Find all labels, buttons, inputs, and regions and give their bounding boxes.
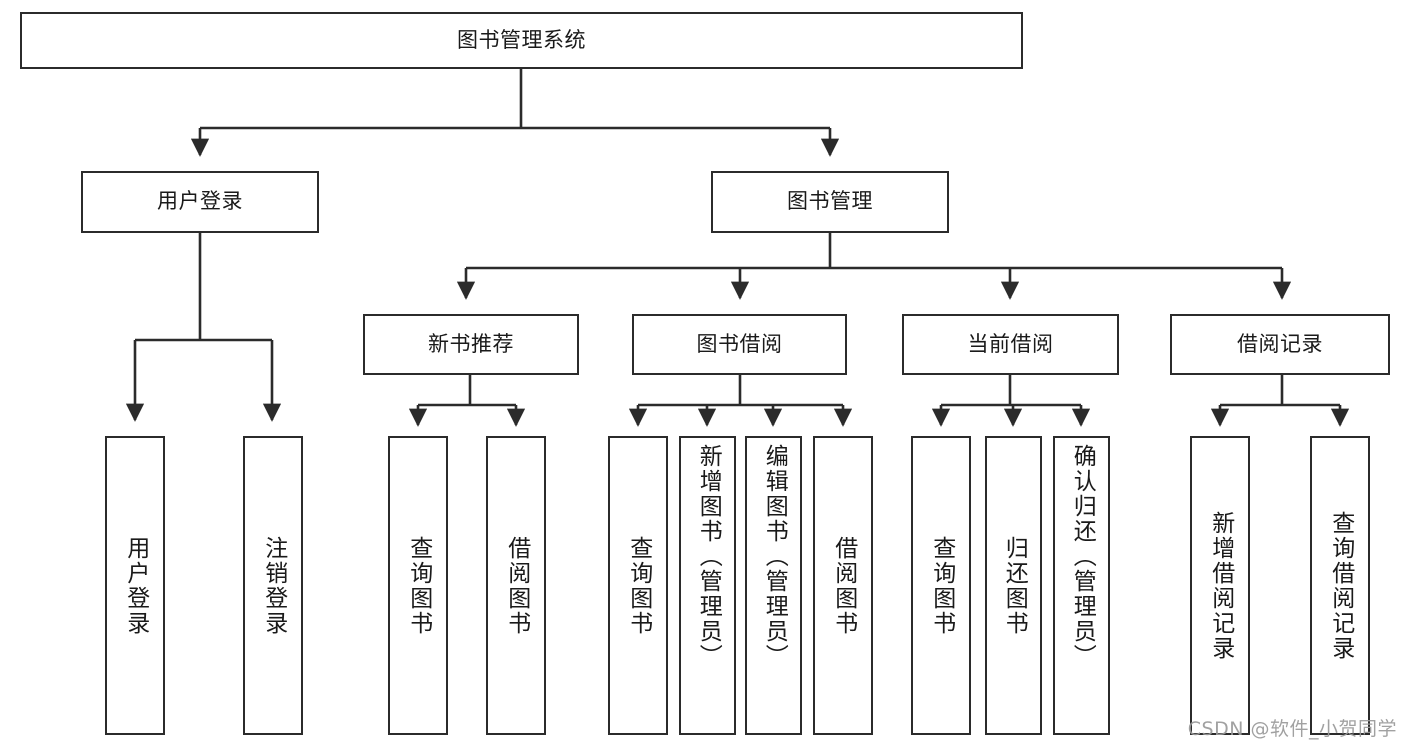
leaf-confirm-return-admin[interactable]: 确认归还（管理员） <box>1053 436 1110 735</box>
node-new-book-recommendation[interactable]: 新书推荐 <box>363 314 579 375</box>
node-user-login[interactable]: 用户登录 <box>81 171 319 233</box>
node-root-book-management-system[interactable]: 图书管理系统 <box>20 12 1023 69</box>
node-label: 确认归还（管理员） <box>1069 444 1096 669</box>
leaf-query-book-nbr[interactable]: 查询图书 <box>388 436 448 735</box>
node-label: 图书管理系统 <box>457 27 586 52</box>
leaf-borrow-book-nbr[interactable]: 借阅图书 <box>486 436 546 735</box>
node-label: 新书推荐 <box>428 331 514 356</box>
node-label: 查询图书 <box>625 535 652 636</box>
node-label: 借阅图书 <box>503 535 530 636</box>
node-label: 图书借阅 <box>696 331 783 356</box>
leaf-query-borrow-record[interactable]: 查询借阅记录 <box>1310 436 1370 735</box>
leaf-logout[interactable]: 注销登录 <box>243 436 303 735</box>
node-label: 注销登录 <box>260 535 287 636</box>
node-label: 用户登录 <box>122 535 149 636</box>
leaf-return-book[interactable]: 归还图书 <box>985 436 1042 735</box>
node-book-borrowing[interactable]: 图书借阅 <box>632 314 847 375</box>
node-label: 用户登录 <box>157 189 243 214</box>
leaf-add-book-admin[interactable]: 新增图书（管理员） <box>679 436 736 735</box>
node-current-borrowing[interactable]: 当前借阅 <box>902 314 1119 375</box>
leaf-query-book-cb[interactable]: 查询图书 <box>911 436 971 735</box>
node-label: 查询图书 <box>405 535 432 636</box>
leaf-query-book-bb[interactable]: 查询图书 <box>608 436 668 735</box>
node-label: 借阅记录 <box>1237 331 1323 356</box>
leaf-user-login[interactable]: 用户登录 <box>105 436 165 735</box>
node-label: 新增借阅记录 <box>1207 510 1234 661</box>
leaf-borrow-book-bb[interactable]: 借阅图书 <box>813 436 873 735</box>
node-label: 新增图书（管理员） <box>695 444 722 669</box>
node-label: 借阅图书 <box>830 535 857 636</box>
node-label: 查询图书 <box>928 535 955 636</box>
node-label: 图书管理 <box>787 189 873 214</box>
node-label: 当前借阅 <box>967 331 1054 356</box>
csdn-watermark: CSDN @软件_小贺同学 <box>1187 718 1397 740</box>
leaf-edit-book-admin[interactable]: 编辑图书（管理员） <box>745 436 802 735</box>
node-borrowing-record[interactable]: 借阅记录 <box>1170 314 1390 375</box>
node-book-management[interactable]: 图书管理 <box>711 171 949 233</box>
leaf-add-borrow-record[interactable]: 新增借阅记录 <box>1190 436 1250 735</box>
node-label: 编辑图书（管理员） <box>761 444 788 669</box>
node-label: 归还图书 <box>1001 535 1028 636</box>
node-label: 查询借阅记录 <box>1327 510 1354 661</box>
